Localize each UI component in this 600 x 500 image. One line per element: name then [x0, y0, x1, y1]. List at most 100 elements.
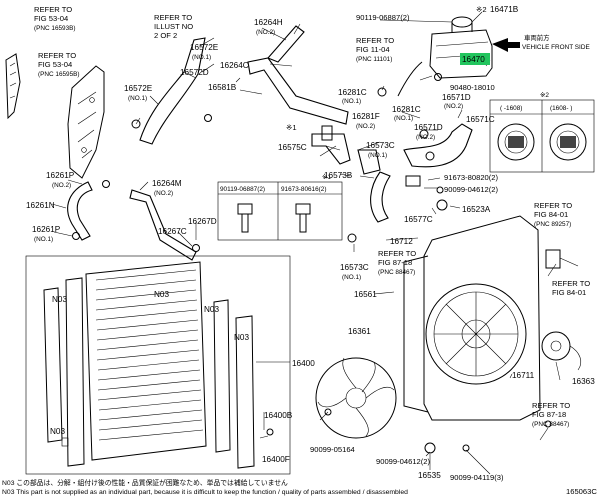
part-number: 16561: [354, 290, 377, 299]
part-number: 90099-04612(2): [376, 457, 431, 466]
part-number: 16361: [348, 327, 371, 336]
highlight-box: [460, 53, 490, 65]
refer-label: (PNC 88467): [532, 421, 569, 428]
direction-label: VEHICLE FRONT SIDE: [522, 44, 590, 51]
fan-shroud: [403, 215, 541, 421]
part-number: 16281C: [338, 88, 367, 97]
refer-label: 2 OF 2: [154, 31, 177, 40]
star-mark: ※1: [286, 123, 297, 132]
part-number: 90099-04612(2): [444, 185, 499, 194]
refer-label: FIG 53-04: [34, 14, 68, 23]
part-number: 91673-80820(2): [444, 173, 499, 182]
refer-label: REFER TO: [38, 51, 76, 60]
part-qualifier: (NO.1): [128, 95, 147, 102]
part-number: 16577C: [404, 215, 433, 224]
footnote-jp: N03 この部品は、分解・組付け後の性能・品質保証が困難なため、単品では補給して…: [2, 480, 288, 487]
refer-label: (PNC 89257): [534, 221, 571, 228]
refer-label: REFER TO: [154, 13, 192, 22]
part-number: 16261P: [46, 171, 75, 180]
part-number: 16363: [572, 377, 595, 386]
part-number: 16581B: [208, 83, 237, 92]
part-number: 16400: [292, 359, 315, 368]
part-number: 16261P: [32, 225, 61, 234]
refer-label: REFER TO: [34, 5, 72, 14]
part-number: 90099-05164: [310, 445, 355, 454]
radiator-assembly: [25, 255, 291, 475]
part-number: 16572E: [124, 84, 153, 93]
part-number: 16572D: [180, 68, 209, 77]
part-number: 16281C: [392, 105, 421, 114]
note-mark: N03: [154, 290, 169, 299]
part-number: 16281F: [352, 112, 380, 121]
reference-code: 165063C: [566, 487, 597, 496]
star-mark: ※2: [476, 5, 487, 14]
part-number-highlighted: 16470: [462, 55, 485, 64]
star-mark: ※2: [540, 92, 549, 99]
radiator-support-bracket-lower: [67, 65, 105, 179]
part-number: 16573C: [366, 141, 395, 150]
part-number: 16264C: [220, 61, 249, 70]
refer-label: (PNC 16593B): [34, 25, 76, 32]
star-mark: ※1: [322, 174, 331, 181]
part-qualifier: (NO.2): [154, 190, 173, 197]
refer-label: FIG 87-18: [378, 258, 412, 267]
note-mark: N03: [50, 427, 65, 436]
fan-motor: [541, 331, 582, 371]
refer-label: REFER TO: [532, 401, 570, 410]
footnote-en: N03 This part is not supplied as an indi…: [2, 489, 408, 496]
leader-lines: [51, 11, 561, 475]
bolt-detail-box: [217, 181, 343, 241]
cap-column-header: ( -1608): [500, 105, 522, 112]
refer-label: REFER TO: [534, 201, 572, 210]
refer-label: FIG 84-01: [552, 288, 586, 297]
part-number: 16471B: [490, 5, 519, 14]
part-number: 16264M: [152, 179, 182, 188]
refer-label: (PNC 88467): [378, 269, 415, 276]
part-number: 16400F: [262, 455, 290, 464]
part-number: 16400B: [264, 411, 293, 420]
part-number: 16571C: [466, 115, 495, 124]
refer-label: FIG 53-04: [38, 60, 72, 69]
radiator-cap-inset: [489, 99, 595, 173]
part-qualifier: (NO.2): [52, 182, 71, 189]
part-qualifier: (NO.1): [394, 115, 413, 122]
part-number: 90099-04119(3): [450, 473, 504, 482]
part-number: 16267C: [158, 227, 187, 236]
part-number: 16571D: [442, 93, 471, 102]
part-qualifier: (NO.2): [444, 103, 463, 110]
part-qualifier: (NO.1): [368, 152, 387, 159]
cooling-fan: [315, 357, 397, 439]
refer-label: REFER TO: [378, 249, 416, 258]
water-outlet-hose: [311, 123, 473, 223]
part-qualifier: (NO.2): [416, 134, 435, 141]
part-qualifier: (NO.1): [34, 236, 53, 243]
part-number: 16573B: [324, 171, 353, 180]
part-number: 16572E: [190, 43, 219, 52]
refer-label: FIG 87-18: [532, 410, 566, 419]
part-labels: REFER TO FIG 53-04 (PNC 16593B) REFER TO…: [26, 5, 597, 496]
part-number: 90119-06887(2): [356, 13, 410, 22]
part-number: 16711: [512, 371, 535, 380]
upper-radiator-hose: [139, 37, 206, 145]
note-mark: N03: [204, 305, 219, 314]
part-number: 16523A: [462, 205, 491, 214]
part-number: 90480-18010: [450, 83, 495, 92]
cap-column-header: (1608- ): [550, 105, 572, 112]
refer-label: (PNC 16595B): [38, 71, 80, 78]
part-number: 16571D: [414, 123, 443, 132]
direction-label: 車両前方: [524, 33, 550, 42]
refer-label: (PNC 11101): [356, 56, 392, 63]
part-number: 16535: [418, 471, 441, 480]
refer-label: REFER TO: [552, 279, 590, 288]
radiator-support-bracket-upper: [5, 53, 21, 120]
part-number: 16712: [390, 237, 413, 246]
part-number: 16264H: [254, 18, 283, 27]
part-qualifier: (NO.2): [356, 123, 375, 130]
part-number: 91673-80616(2): [281, 186, 326, 193]
part-number: 16267D: [188, 217, 217, 226]
part-qualifier: (NO.1): [342, 274, 361, 281]
bypass-hose-left: [67, 181, 197, 261]
part-qualifier: (NO.2): [256, 29, 275, 36]
part-number: 90119-06887(2): [220, 186, 265, 193]
